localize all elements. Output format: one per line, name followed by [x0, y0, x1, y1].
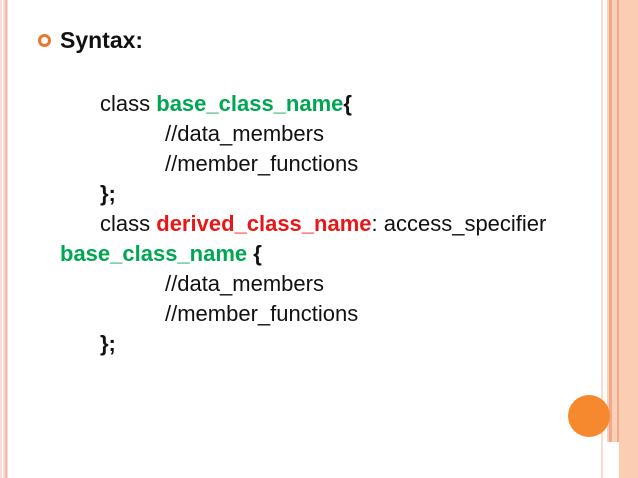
code-line: //member_functions	[60, 299, 605, 329]
code-segment: base_class_name	[156, 91, 344, 116]
code-segment: class	[100, 211, 157, 236]
code-line: class derived_class_name: access_specifi…	[60, 209, 605, 239]
code-line: class base_class_name{	[60, 89, 605, 119]
code-segment: {	[343, 91, 352, 116]
right-inner-stripes-decoration	[607, 0, 619, 442]
code-segment: //data_members	[165, 271, 324, 296]
code-line: };	[60, 329, 605, 359]
code-line: base_class_name {	[60, 239, 605, 269]
bullet-circle-icon	[38, 34, 51, 47]
left-edge-stripes-decoration	[0, 0, 8, 478]
code-segment: {	[247, 241, 262, 266]
code-segment: base_class_name	[60, 241, 248, 266]
orange-circle-decoration	[568, 395, 610, 437]
page-title: Syntax:	[60, 27, 144, 53]
right-outer-band-decoration	[619, 0, 638, 478]
code-segment: //member_functions	[165, 151, 359, 176]
code-line: //data_members	[60, 119, 605, 149]
code-segment: class	[100, 91, 157, 116]
code-segment: : access_specifier	[371, 211, 547, 236]
code-segment: };	[100, 181, 116, 206]
right-thin-stripe-decoration	[601, 0, 603, 478]
code-segment: //data_members	[165, 121, 324, 146]
code-segment: derived_class_name	[156, 211, 372, 236]
code-segment: //member_functions	[165, 301, 359, 326]
title-row: Syntax:	[38, 28, 143, 52]
code-block: class base_class_name{//data_members//me…	[60, 89, 605, 359]
code-line: //data_members	[60, 269, 605, 299]
code-segment: };	[100, 331, 116, 356]
code-line: //member_functions	[60, 149, 605, 179]
code-line: };	[60, 179, 605, 209]
